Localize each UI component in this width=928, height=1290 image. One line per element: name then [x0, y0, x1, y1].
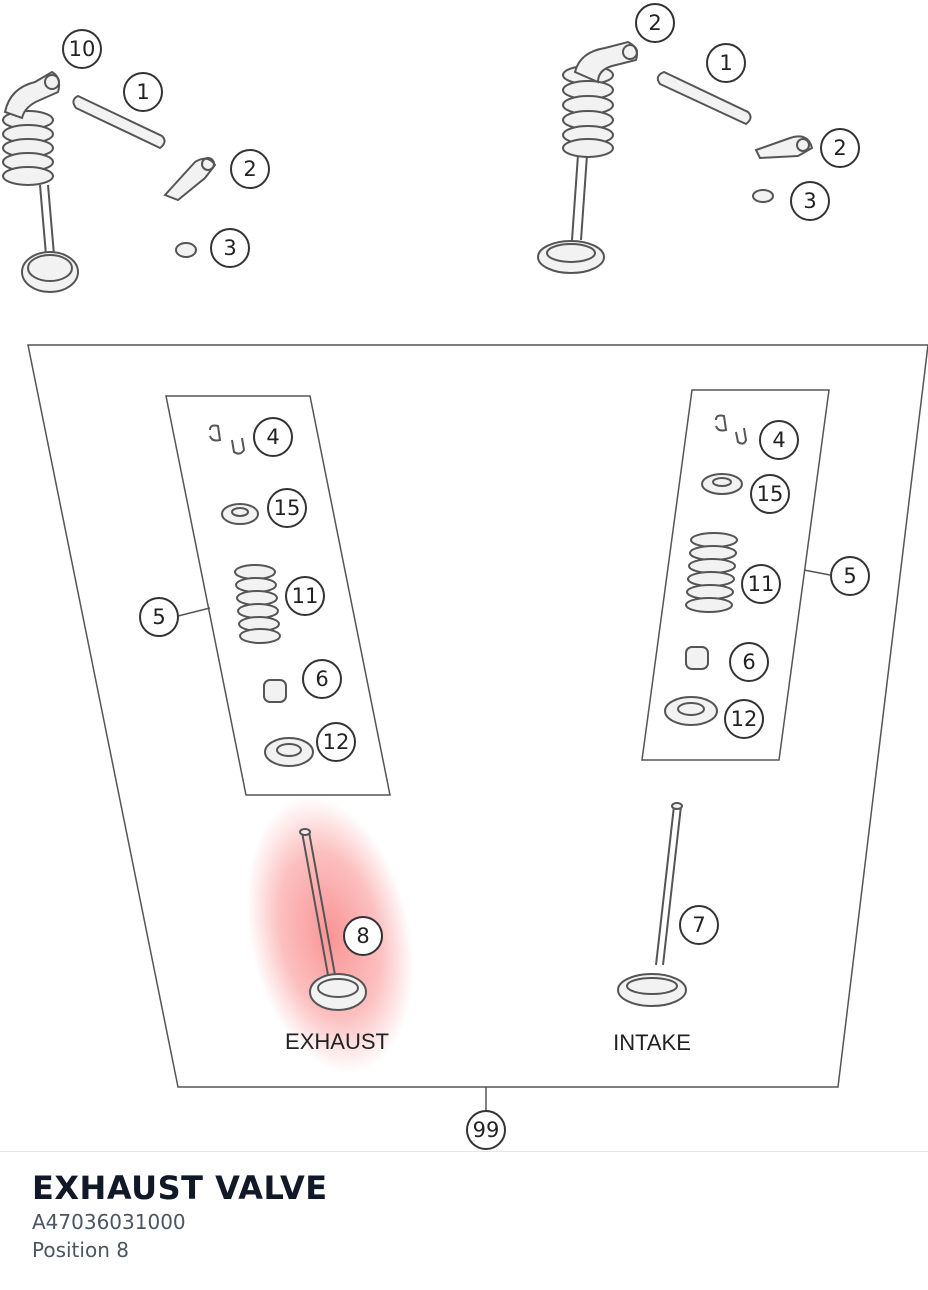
callout-10[interactable]: 10	[62, 29, 102, 69]
callout-8[interactable]: 8	[343, 916, 383, 956]
part-title: EXHAUST VALVE	[32, 1169, 328, 1207]
callout-12[interactable]: 12	[724, 699, 764, 739]
intake-kit-parts	[664, 414, 748, 726]
callout-1[interactable]: 1	[706, 43, 746, 83]
exhaust-valve[interactable]	[299, 828, 367, 1011]
callout-15[interactable]: 15	[267, 488, 307, 528]
exhaust-spring-kit-outline	[165, 395, 391, 796]
svg-text:99: 99	[473, 1118, 500, 1142]
svg-text:12: 12	[323, 730, 350, 754]
callout-4[interactable]: 4	[759, 420, 799, 460]
spring-icon	[562, 65, 614, 158]
svg-text:3: 3	[803, 189, 816, 213]
callout-12[interactable]: 12	[316, 722, 356, 762]
callout-6[interactable]: 6	[302, 659, 342, 699]
svg-text:5: 5	[843, 564, 856, 588]
svg-text:3: 3	[223, 236, 236, 260]
intake-spring-kit-outline	[641, 389, 830, 761]
exhaust-valve-highlight	[246, 797, 414, 1073]
svg-text:1: 1	[719, 51, 732, 75]
valve-kit-outline	[27, 344, 928, 1088]
callout-99[interactable]: 99	[466, 1110, 506, 1150]
callout-2[interactable]: 2	[635, 3, 675, 43]
callout-1[interactable]: 1	[123, 72, 163, 112]
info-divider	[0, 1151, 928, 1152]
svg-text:4: 4	[266, 425, 279, 449]
svg-text:2: 2	[648, 11, 661, 35]
svg-text:6: 6	[315, 667, 328, 691]
svg-text:12: 12	[731, 707, 758, 731]
callout-11[interactable]: 11	[741, 564, 781, 604]
svg-text:2: 2	[243, 157, 256, 181]
svg-text:5: 5	[152, 605, 165, 629]
svg-text:1: 1	[136, 80, 149, 104]
intake-label: INTAKE	[613, 1030, 691, 1055]
part-info-panel: EXHAUST VALVE A47036031000 Position 8	[32, 1168, 328, 1264]
callout-11[interactable]: 11	[285, 576, 325, 616]
spring-icon	[2, 110, 54, 186]
callout-4[interactable]: 4	[253, 417, 293, 457]
svg-text:15: 15	[274, 496, 301, 520]
svg-text:4: 4	[772, 428, 785, 452]
callout-5[interactable]: 5	[830, 556, 870, 596]
callout-3[interactable]: 3	[790, 181, 830, 221]
spring-icon	[234, 564, 281, 644]
exhaust-rocker-assembly	[2, 70, 217, 293]
exhaust-label: EXHAUST	[285, 1029, 389, 1054]
callout-7[interactable]: 7	[679, 905, 719, 945]
part-number: A47036031000	[32, 1210, 186, 1234]
svg-text:7: 7	[692, 913, 705, 937]
spring-icon	[685, 532, 738, 613]
callout-5[interactable]: 5	[139, 597, 179, 637]
intake-valve[interactable]	[617, 802, 687, 1007]
intake-rocker-assembly	[537, 40, 814, 274]
callout-2[interactable]: 2	[820, 128, 860, 168]
svg-text:8: 8	[356, 924, 369, 948]
parts-diagram: EXHAUST INTAKE 10 1 2 3 2 1 2 3 4 15 5 1…	[2, 3, 928, 1150]
callout-3[interactable]: 3	[210, 228, 250, 268]
svg-text:15: 15	[757, 482, 784, 506]
svg-text:10: 10	[69, 37, 96, 61]
svg-text:11: 11	[748, 572, 775, 596]
callout-6[interactable]: 6	[729, 642, 769, 682]
callout-15[interactable]: 15	[750, 474, 790, 514]
svg-text:2: 2	[833, 136, 846, 160]
exhaust-kit-parts	[209, 424, 314, 767]
callout-2[interactable]: 2	[230, 149, 270, 189]
part-position: Position 8	[32, 1238, 129, 1262]
svg-text:6: 6	[742, 650, 755, 674]
svg-text:11: 11	[292, 584, 319, 608]
